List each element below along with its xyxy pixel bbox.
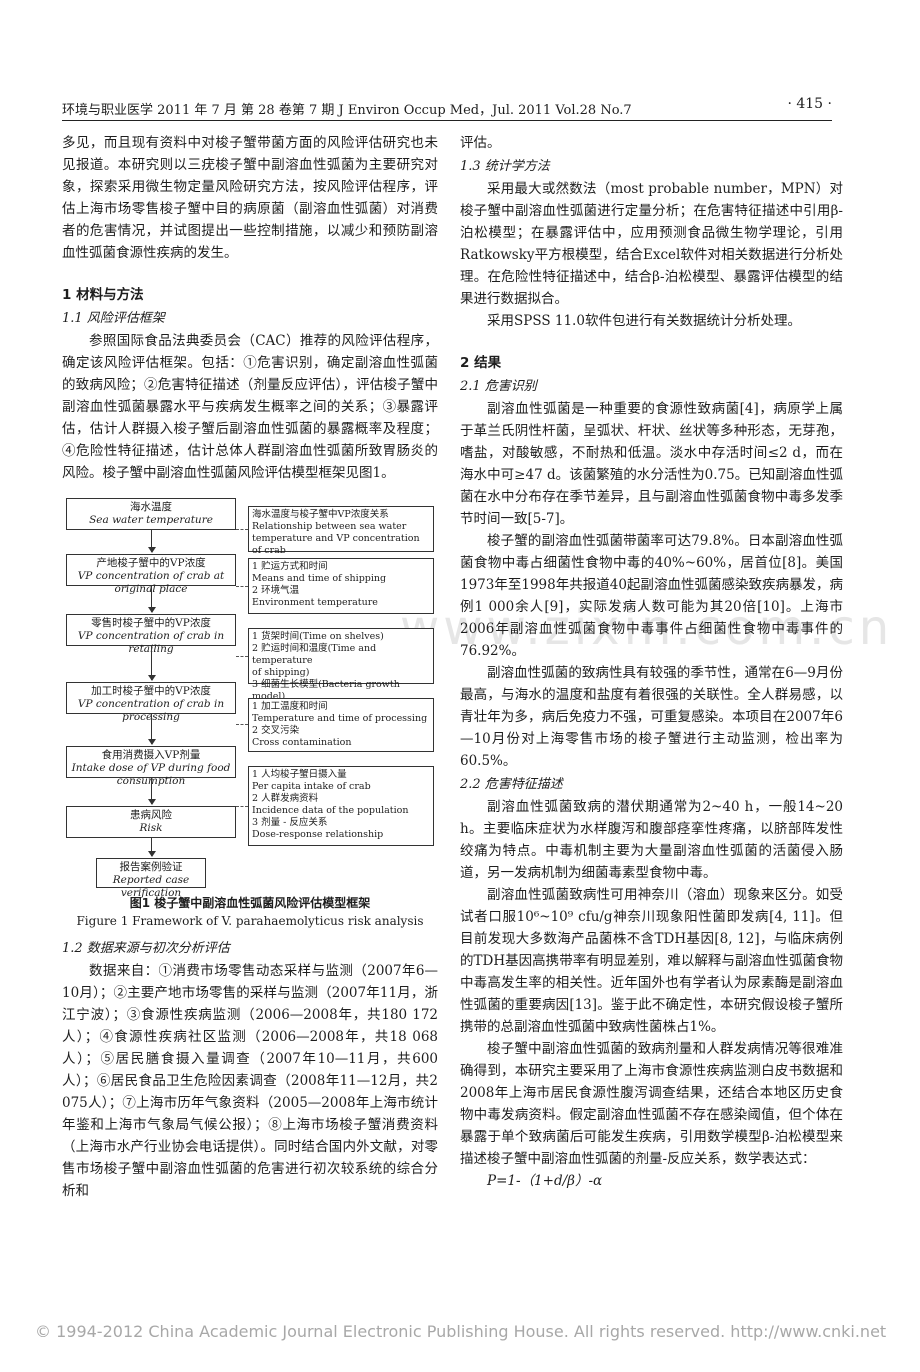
paragraph-continuation: 评估。 — [460, 135, 501, 151]
copyright-footer: © 1994-2012 China Academic Journal Elect… — [35, 1322, 887, 1341]
subsection-heading-framework: 1.1 风险评估框架 — [62, 311, 165, 326]
flow-box-zh: 报告案例验证 — [119, 861, 183, 873]
side-line: Relationship between sea water — [252, 521, 407, 532]
flow-box-en: VP concentration of crab at original pla… — [77, 570, 225, 595]
side-line: 2 环境气温 — [252, 585, 300, 596]
paragraph-hazard-char-3: 梭子蟹中副溶血性弧菌的致病剂量和人群发病情况等很难准确得到，本研究主要采用了上海… — [460, 1041, 843, 1167]
side-line: 2 交叉污染 — [252, 725, 300, 736]
paragraph-statistics-2: 采用SPSS 11.0软件包进行有关数据统计分析处理。 — [487, 313, 801, 329]
flow-side-box-5: 1 人均梭子蟹日摄入量 Per capita intake of crab 2 … — [248, 766, 434, 846]
flow-box-en: Reported case verification — [112, 874, 190, 899]
side-line: 2 人群发病资料 — [252, 793, 319, 804]
side-line: 3 细菌生长模型(Bacteria growth model) — [252, 679, 400, 702]
flow-box-verification: 报告案例验证 Reported case verification — [96, 858, 206, 899]
flow-box-zh: 海水温度 — [130, 501, 172, 513]
formula-beta-poisson: P=1-（1+d/β）-α — [487, 1173, 603, 1189]
side-line: temperature and VP concentration of crab — [252, 533, 420, 556]
side-line: 1 货架时间(Time on shelves) — [252, 631, 384, 642]
running-header: 环境与职业医学 2011 年 7 月 第 28 卷第 7 期 J Environ… — [62, 96, 832, 121]
flow-side-box-2: 1 贮运方式和时间 Means and time of shipping 2 环… — [248, 558, 434, 614]
flow-connector — [236, 529, 248, 530]
flow-connector — [236, 586, 248, 587]
side-line: 海水温度与梭子蟹中VP浓度关系 — [252, 509, 389, 520]
flow-box-zh: 患病风险 — [130, 809, 172, 821]
flow-connector — [236, 656, 248, 657]
paragraph-hazard-char-1: 副溶血性弧菌致病的潜伏期通常为2~40 h，一般14~20 h。主要临床症状为水… — [460, 799, 843, 881]
section-heading-results: 2 结果 — [460, 355, 502, 371]
side-line: Means and time of shipping — [252, 573, 387, 584]
flow-box-zh: 零售时梭子蟹中的VP浓度 — [91, 617, 211, 629]
paragraph-hazard-char-2: 副溶血性弧菌致病性可用神奈川（溶血）现象来区分。如受试者口服10⁶~10⁹ cf… — [460, 887, 843, 1035]
right-column: 评估。 1.3 统计学方法 采用最大或然数法（most probable num… — [460, 132, 843, 1192]
subsection-heading-hazard-char: 2.2 危害特征描述 — [460, 777, 563, 792]
flow-box-zh: 加工时梭子蟹中的VP浓度 — [91, 685, 211, 697]
flow-box-intake: 食用消费摄入VP剂量 Intake dose of VP during food… — [66, 746, 236, 787]
side-line: 2 贮运时间和温度(Time and temperature — [252, 643, 377, 666]
flow-box-en: Risk — [139, 822, 163, 834]
section-heading-methods: 1 材料与方法 — [62, 287, 144, 303]
paragraph-statistics-1: 采用最大或然数法（most probable number，MPN）对梭子蟹中副… — [460, 181, 843, 307]
flow-box-risk: 患病风险 Risk — [66, 806, 236, 838]
figure-caption-zh: 图1 梭子蟹中副溶血性弧菌风险评估模型框架 — [129, 896, 371, 910]
side-line: 1 人均梭子蟹日摄入量 — [252, 769, 347, 780]
left-column: 多见，而且现有资料中对梭子蟹带菌方面的风险评估研究也未见报道。本研究则以三疣梭子… — [62, 132, 438, 1202]
flow-connector — [236, 724, 248, 725]
framework-figure: 海水温度 Sea water temperature 产地梭子蟹中的VP浓度 V… — [62, 498, 438, 899]
figure-caption-en: Figure 1 Framework of V. parahaemolyticu… — [76, 914, 424, 928]
flow-box-en: VP concentration of crab in retailing — [77, 630, 225, 655]
flow-arrow — [148, 714, 156, 745]
flow-box-en: Sea water temperature — [89, 514, 213, 526]
flow-arrow — [148, 778, 156, 805]
flow-side-box-4: 1 加工温度和时间 Temperature and time of proces… — [248, 698, 434, 752]
flow-box-zh: 产地梭子蟹中的VP浓度 — [96, 557, 206, 569]
side-line: Dose-response relationship — [252, 829, 384, 840]
side-line: Incidence data of the population — [252, 805, 409, 816]
flow-box-origin: 产地梭子蟹中的VP浓度 VP concentration of crab at … — [66, 554, 236, 595]
watermark: www.zixin.com.cn — [400, 600, 894, 656]
side-line: Per capita intake of crab — [252, 781, 371, 792]
flow-arrow — [148, 530, 156, 553]
flow-side-box-3: 1 货架时间(Time on shelves) 2 贮运时间和温度(Time a… — [248, 628, 434, 702]
subsection-heading-data-source: 1.2 数据来源与初次分析评估 — [62, 941, 230, 956]
subsection-heading-hazard-id: 2.1 危害识别 — [460, 379, 537, 394]
flow-box-processing: 加工时梭子蟹中的VP浓度 VP concentration of crab in… — [66, 682, 236, 723]
side-line: Cross contamination — [252, 737, 352, 748]
flow-arrow — [148, 646, 156, 681]
side-line: Temperature and time of processing — [252, 713, 428, 724]
subsection-heading-statistics: 1.3 统计学方法 — [460, 159, 550, 174]
flow-connector — [236, 806, 248, 807]
side-line: 1 加工温度和时间 — [252, 701, 328, 712]
side-line: 1 贮运方式和时间 — [252, 561, 328, 572]
paragraph-framework: 参照国际食品法典委员会（CAC）推荐的风险评估程序，确定该风险评估框架。包括：①… — [62, 333, 438, 481]
flow-side-box-1: 海水温度与梭子蟹中VP浓度关系 Relationship between sea… — [248, 506, 434, 556]
flow-box-retail: 零售时梭子蟹中的VP浓度 VP concentration of crab in… — [66, 614, 236, 655]
intro-paragraph: 多见，而且现有资料中对梭子蟹带菌方面的风险评估研究也未见报道。本研究则以三疣梭子… — [62, 135, 438, 261]
side-line: Environment temperature — [252, 597, 378, 608]
flow-arrow — [148, 586, 156, 613]
paragraph-hazard-id-3: 副溶血性弧菌的致病性具有较强的季节性，通常在6—9月份最高，与海水的温度和盐度有… — [460, 665, 843, 769]
side-line: 3 剂量 - 反应关系 — [252, 817, 328, 828]
paragraph-data-source: 数据来自：①消费市场零售动态采样与监测（2007年6—10月）；②主要产地市场零… — [62, 963, 438, 1199]
paragraph-hazard-id-1: 副溶血性弧菌是一种重要的食源性致病菌[4]，病原学上属于革兰氏阴性杆菌，呈弧状、… — [460, 401, 843, 527]
paragraph-hazard-id-2: 梭子蟹的副溶血性弧菌带菌率可达79.8%。日本副溶血性弧菌食物中毒占细菌性食物中… — [460, 533, 843, 659]
flow-box-en: VP concentration of crab in processing — [77, 698, 225, 723]
flow-arrow — [148, 838, 156, 857]
journal-citation: 环境与职业医学 2011 年 7 月 第 28 卷第 7 期 J Environ… — [62, 103, 632, 118]
flow-box-sea-temp: 海水温度 Sea water temperature — [66, 498, 236, 530]
flow-box-zh: 食用消费摄入VP剂量 — [101, 749, 201, 761]
side-line: of shipping) — [252, 667, 310, 678]
page-number: · 415 · — [787, 96, 832, 112]
